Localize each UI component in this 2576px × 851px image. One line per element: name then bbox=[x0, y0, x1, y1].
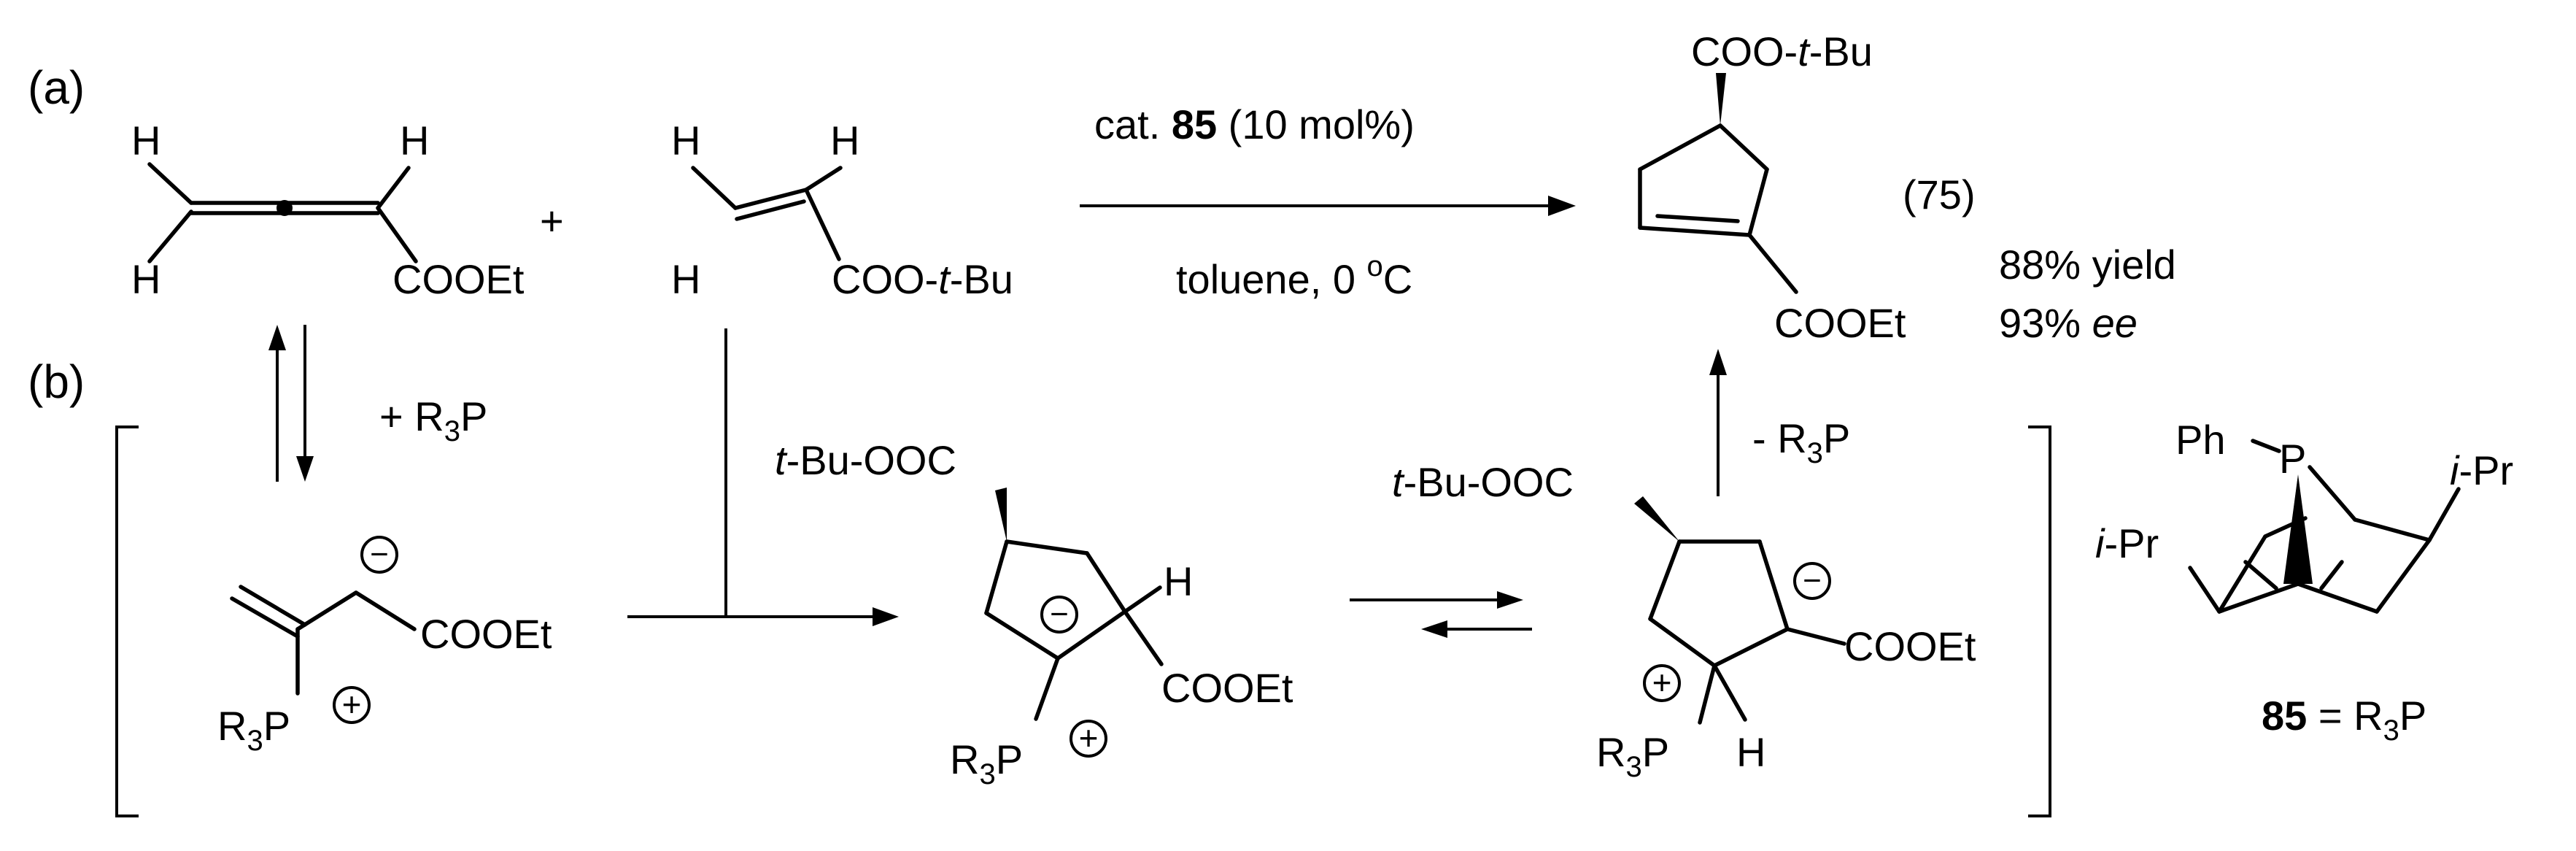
acrylate-ester: COO-t-Bu bbox=[832, 256, 1013, 302]
int2-h: H bbox=[1736, 729, 1765, 775]
product-bottom-ester: COOEt bbox=[1774, 300, 1906, 346]
add-phosphine-label: + R3P bbox=[379, 393, 487, 447]
allene-central-carbon bbox=[276, 200, 293, 216]
int1-ester: t-Bu-OOC bbox=[775, 437, 956, 483]
int2-ester2: COOEt bbox=[1844, 623, 1976, 669]
int2-plus-charge: + bbox=[1652, 663, 1672, 701]
allenoate-structure: H H H COOEt bbox=[131, 118, 525, 302]
int2-minus-charge: − bbox=[1803, 563, 1822, 598]
catalyst-85-structure: Ph P i-Pr i-Pr bbox=[2095, 417, 2513, 614]
equilibrium-arrows-vertical bbox=[268, 325, 314, 482]
yield-value: 88% yield bbox=[1999, 242, 2176, 288]
allene-h-top-right: H bbox=[400, 118, 429, 163]
int1-phosphonium: R3P bbox=[950, 736, 1023, 790]
acrylate-structure: H H H COO-t-Bu bbox=[671, 118, 1013, 302]
acrylate-h-top-left: H bbox=[671, 118, 700, 163]
catalyst-ipr-right: i-Pr bbox=[2450, 447, 2513, 493]
catalyst-85-label: 85 = R3P bbox=[2262, 693, 2426, 747]
catalyst-condition: cat. 85 (10 mol%) bbox=[1094, 101, 1415, 147]
int2-ester: t-Bu-OOC bbox=[1392, 459, 1574, 505]
panel-label-a: (a) bbox=[28, 61, 85, 114]
product-top-ester: COO-t-Bu bbox=[1691, 28, 1873, 74]
acrylate-h-bottom: H bbox=[671, 256, 700, 302]
int1-h: H bbox=[1164, 558, 1193, 604]
int1-ester2: COOEt bbox=[1161, 665, 1293, 711]
zwitterion-minus-charge: − bbox=[370, 536, 389, 572]
equation-number: (75) bbox=[1903, 172, 1976, 217]
zwitterion-intermediate: − COOEt R3P + bbox=[217, 536, 552, 757]
allene-h-bottom-left: H bbox=[131, 256, 160, 302]
acrylate-h-top-right: H bbox=[830, 118, 859, 163]
int2-phosphonium: R3P bbox=[1596, 729, 1669, 783]
plus-sign: + bbox=[540, 198, 564, 244]
panel-label-b: (b) bbox=[28, 355, 85, 408]
int1-plus-charge: + bbox=[1079, 719, 1099, 757]
catalyst-ph: Ph bbox=[2175, 417, 2226, 463]
zwitterion-ester: COOEt bbox=[420, 611, 552, 657]
main-arrowhead bbox=[1548, 196, 1576, 216]
ee-value: 93% ee bbox=[1999, 300, 2138, 346]
right-bracket bbox=[2028, 426, 2051, 817]
cyclopentyl-intermediate-1: t-Bu-OOC H COOEt − R3P + bbox=[775, 437, 1293, 790]
catalyst-p: P bbox=[2279, 436, 2306, 482]
solvent-condition: toluene, 0 oC bbox=[1176, 250, 1412, 302]
zwitterion-phosphonium: R3P bbox=[217, 703, 290, 757]
cyclopentene-product: COO-t-Bu COOEt bbox=[1638, 28, 1906, 346]
allene-ester: COOEt bbox=[392, 256, 525, 302]
cyclopentyl-intermediate-2: t-Bu-OOC − COOEt H R3P + bbox=[1392, 459, 1976, 783]
remove-phosphine-label: - R3P bbox=[1752, 415, 1850, 469]
equilibrium-arrows-horizontal bbox=[1350, 591, 1532, 638]
allene-h-top-left: H bbox=[131, 118, 160, 163]
catalyst-ipr-left: i-Pr bbox=[2095, 520, 2159, 566]
int1-minus-charge: − bbox=[1050, 596, 1069, 632]
zwitterion-plus-charge: + bbox=[342, 685, 362, 723]
left-bracket bbox=[115, 426, 139, 817]
